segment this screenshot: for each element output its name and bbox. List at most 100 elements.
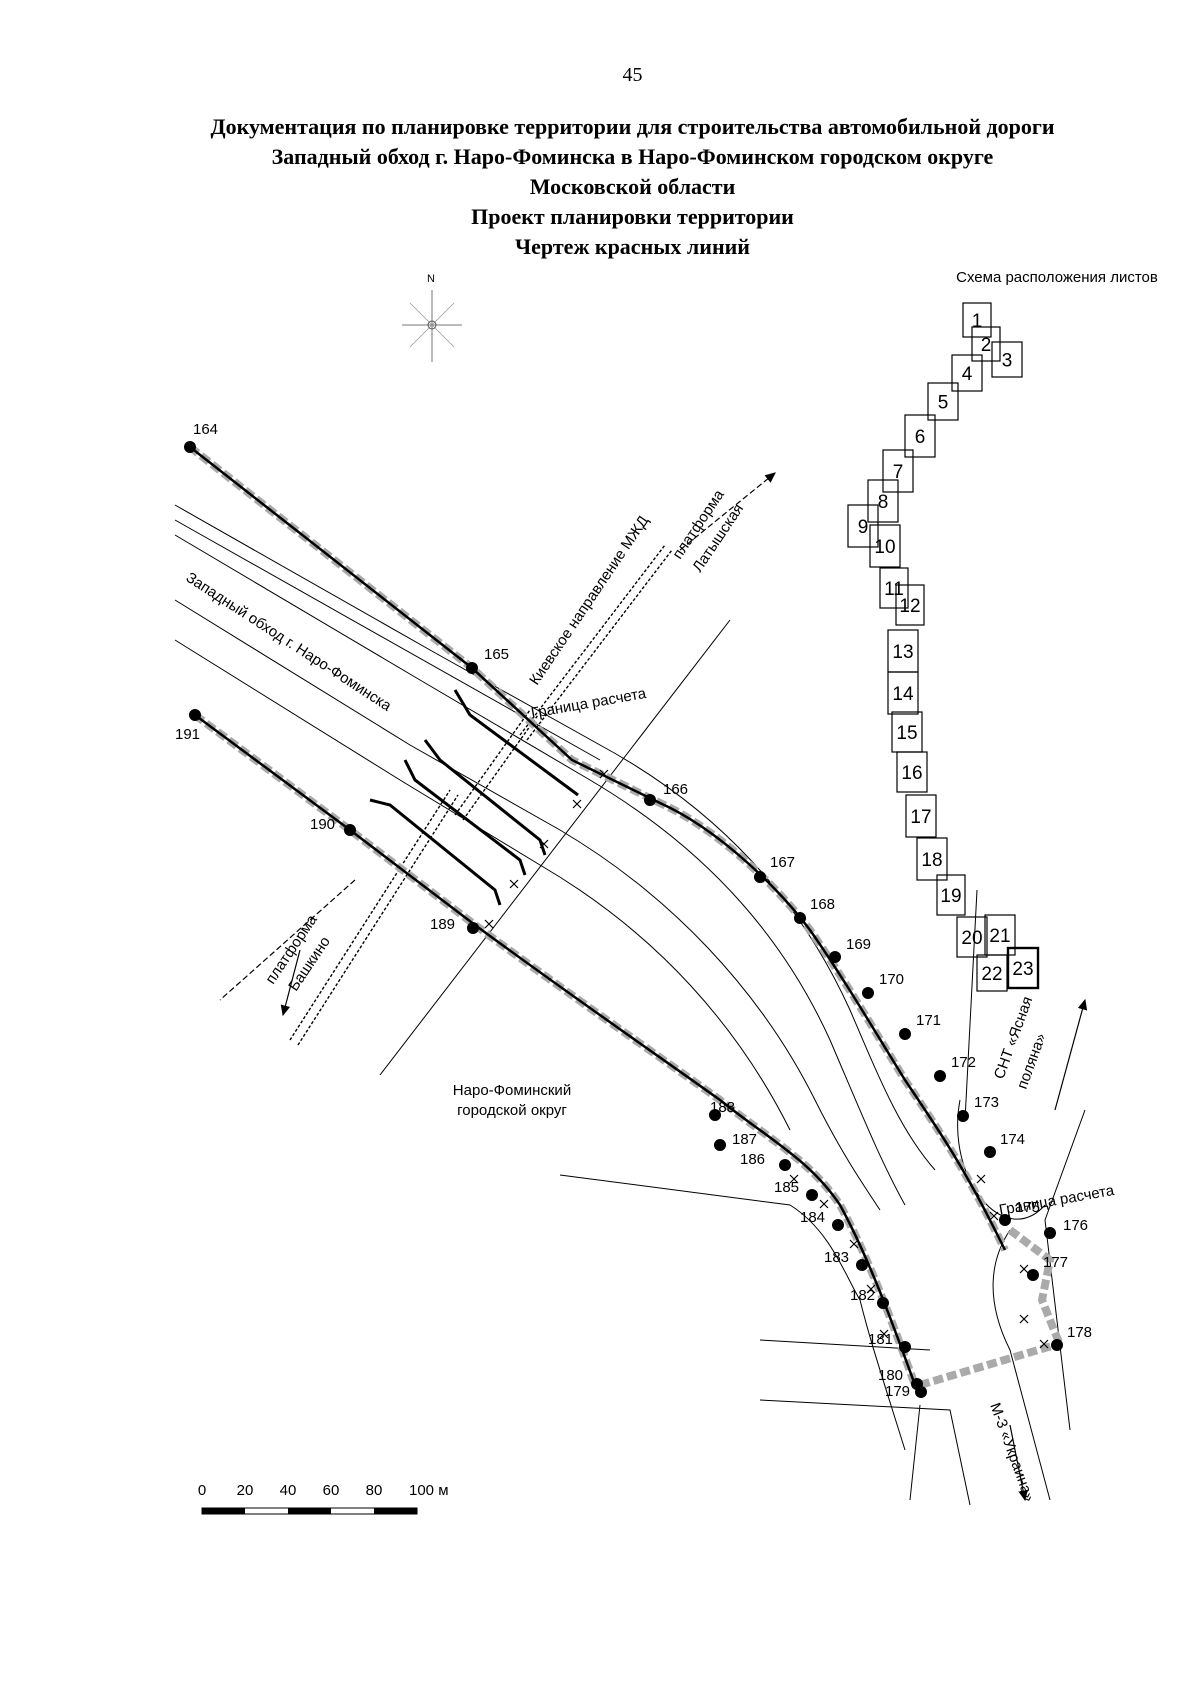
point-176 xyxy=(1044,1227,1056,1239)
point-164 xyxy=(184,441,196,453)
sheet-label-13: 13 xyxy=(892,642,913,663)
sheet-box-8 xyxy=(867,479,899,523)
scale-tick-label: 40 xyxy=(280,1482,297,1499)
point-label-189: 189 xyxy=(430,916,455,933)
district-label-2: городской округ xyxy=(457,1102,567,1119)
sheet-label-23: 23 xyxy=(1012,959,1033,980)
point-166 xyxy=(644,794,656,806)
point-169 xyxy=(829,951,841,963)
document-title: Документация по планировке территории дл… xyxy=(0,112,1200,262)
sheet-label-12: 12 xyxy=(899,596,920,617)
direction-arrows xyxy=(219,472,1088,1502)
point-label-171: 171 xyxy=(916,1012,941,1029)
sheet-box-9 xyxy=(847,504,879,548)
point-label-180: 180 xyxy=(878,1367,903,1384)
point-173 xyxy=(957,1110,969,1122)
sheet-label-14: 14 xyxy=(892,684,914,705)
point-174 xyxy=(984,1146,996,1158)
point-label-168: 168 xyxy=(810,896,835,913)
point-label-173: 173 xyxy=(974,1094,999,1111)
scale-tick-label: 80 xyxy=(366,1482,383,1499)
sheet-label-2: 2 xyxy=(981,335,992,356)
point-171 xyxy=(899,1028,911,1040)
compass-rose-icon: N xyxy=(402,273,462,362)
sheet-label-20: 20 xyxy=(961,928,982,949)
point-label-184: 184 xyxy=(800,1209,825,1226)
sheet-label-21: 21 xyxy=(989,926,1010,947)
calc-boundary-label-1: Граница расчета xyxy=(530,685,648,722)
point-label-166: 166 xyxy=(663,781,688,798)
point-170 xyxy=(862,987,874,999)
sheet-box-5 xyxy=(927,382,959,421)
sheet-box-11 xyxy=(879,567,909,609)
point-label-188: 188 xyxy=(710,1099,735,1116)
point-label-190: 190 xyxy=(310,816,335,833)
point-label-167: 167 xyxy=(770,854,795,871)
point-label-191: 191 xyxy=(175,726,200,743)
sheet-box-20 xyxy=(956,916,988,958)
point-165 xyxy=(466,662,478,674)
background-lines xyxy=(174,504,1086,1506)
sheet-label-11: 11 xyxy=(884,579,904,600)
point-186 xyxy=(779,1159,791,1171)
sheet-label-10: 10 xyxy=(874,537,895,558)
point-label-178: 178 xyxy=(1067,1324,1092,1341)
point-168 xyxy=(794,912,806,924)
point-181 xyxy=(899,1341,911,1353)
sheet-label-6: 6 xyxy=(915,427,926,448)
scale-tick-label: 20 xyxy=(237,1482,254,1499)
point-183 xyxy=(856,1259,868,1271)
boundary-points: 1641651661671681691701711721731741751761… xyxy=(175,421,1092,1400)
point-187 xyxy=(714,1139,726,1151)
point-label-170: 170 xyxy=(879,971,904,988)
red-line xyxy=(189,446,1007,1386)
sheet-label-19: 19 xyxy=(940,886,961,907)
point-185 xyxy=(806,1189,818,1201)
point-188 xyxy=(709,1109,721,1121)
sheet-box-4 xyxy=(951,354,983,392)
sheet-label-3: 3 xyxy=(1002,351,1013,372)
scale-tick-label: 0 xyxy=(198,1482,206,1499)
point-label-172: 172 xyxy=(951,1054,976,1071)
point-167 xyxy=(754,871,766,883)
sheet-label-1: 1 xyxy=(972,311,983,332)
sheet-label-7: 7 xyxy=(893,462,904,483)
inset-title: Схема расположения листов xyxy=(956,269,1158,286)
point-177 xyxy=(1027,1269,1039,1281)
point-label-175: 175 xyxy=(1015,1199,1040,1216)
point-label-185: 185 xyxy=(774,1179,799,1196)
point-191 xyxy=(189,709,201,721)
point-178 xyxy=(1051,1339,1063,1351)
sheet-box-17 xyxy=(905,794,937,838)
sheet-box-12 xyxy=(895,584,925,626)
scale-tick-label: 60 xyxy=(323,1482,340,1499)
point-190 xyxy=(344,824,356,836)
point-label-187: 187 xyxy=(732,1131,757,1148)
sheet-box-23 xyxy=(1006,946,1040,990)
sheet-box-2 xyxy=(971,326,1001,362)
title-line-4: Проект планировки территории xyxy=(471,204,794,229)
sheet-label-18: 18 xyxy=(921,850,942,871)
point-label-179: 179 xyxy=(885,1383,910,1400)
sheet-label-4: 4 xyxy=(962,364,973,385)
scale-bar: 0 20 40 60 80 100 м xyxy=(198,1482,449,1515)
road-label: Западный обход г. Наро-Фоминска xyxy=(183,569,395,715)
point-175 xyxy=(999,1214,1011,1226)
point-label-177: 177 xyxy=(1043,1254,1068,1271)
point-label-186: 186 xyxy=(740,1151,765,1168)
sheet-box-10 xyxy=(869,524,901,568)
sheet-box-3 xyxy=(991,341,1023,378)
point-label-169: 169 xyxy=(846,936,871,953)
page-number: 45 xyxy=(622,64,643,86)
scale-tick-label: 100 м xyxy=(409,1482,449,1499)
point-182 xyxy=(877,1297,889,1309)
sheet-box-1 xyxy=(962,302,992,338)
sheet-label-9: 9 xyxy=(858,517,869,538)
sheet-label-5: 5 xyxy=(938,393,949,414)
point-189 xyxy=(467,922,479,934)
point-label-174: 174 xyxy=(1000,1131,1025,1148)
point-label-182: 182 xyxy=(850,1287,875,1304)
bridge-structures xyxy=(369,689,579,906)
